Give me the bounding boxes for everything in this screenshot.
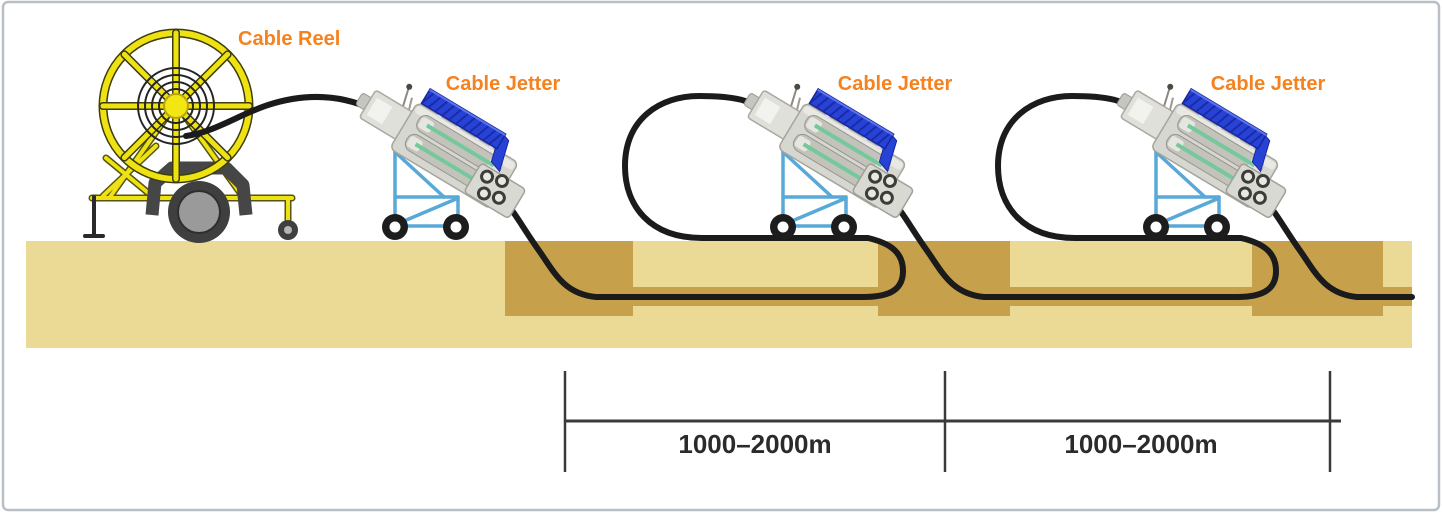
cable-reel-illustration	[83, 28, 298, 243]
label-cable-jetter-1: Cable Jetter	[446, 73, 561, 95]
pit-1	[505, 241, 633, 316]
reel-support-leg	[83, 195, 105, 238]
cable-jetter1-to-jetter2	[497, 92, 907, 300]
label-cable-jetter-3: Cable Jetter	[1211, 73, 1326, 95]
reel-cable-coil	[137, 67, 215, 145]
label-cable-jetter-2: Cable Jetter	[838, 73, 953, 95]
cable-reel-to-jetter1	[183, 93, 377, 139]
dimension-label-2: 1000–2000m	[1064, 429, 1217, 459]
dimension-label-1: 1000–2000m	[678, 429, 831, 459]
dimension-annotations: 1000–2000m 1000–2000m	[563, 371, 1341, 472]
label-cable-reel: Cable Reel	[238, 28, 340, 50]
cables	[183, 92, 1415, 300]
reel-fender	[145, 161, 253, 216]
dimension-lines	[563, 371, 1341, 472]
cable-jetter2-to-jetter3	[885, 92, 1280, 300]
reel-caster-wheel	[278, 220, 298, 240]
reel-trailer-wheel	[168, 181, 230, 243]
reel-hub	[163, 93, 189, 119]
